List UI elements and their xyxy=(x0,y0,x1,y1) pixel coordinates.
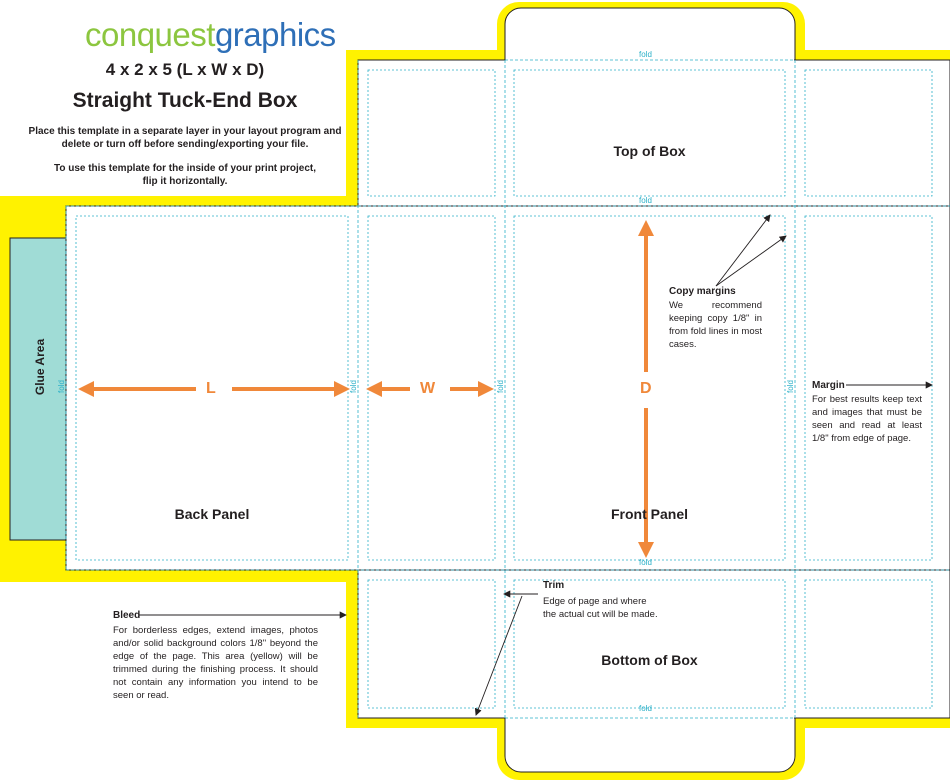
fold-label: fold xyxy=(639,50,652,59)
fold-label: fold xyxy=(495,380,505,393)
fold-label: fold xyxy=(56,380,66,393)
margin-text: For best results keep text and images th… xyxy=(812,394,922,444)
top-tuck-inner xyxy=(506,58,794,72)
fold-label: fold xyxy=(639,196,652,205)
instruction-layer: Place this template in a separate layer … xyxy=(28,126,342,150)
bottom-tuck-inner xyxy=(506,710,794,720)
box-dimensions: 4 x 2 x 5 (L x W x D) xyxy=(105,60,265,79)
main-row-trim xyxy=(65,205,950,571)
bottom-row-trim xyxy=(357,569,950,719)
copy-margins-text: We recommend keeping copy 1/8" in from f… xyxy=(669,300,762,350)
bleed-heading: Bleed xyxy=(113,610,141,621)
length-label: L xyxy=(206,380,216,397)
glue-area-label: Glue Area xyxy=(33,338,47,396)
margin-heading: Margin xyxy=(812,380,845,391)
top-row-trim xyxy=(357,59,950,207)
brand-part-1: conquest xyxy=(85,16,215,53)
trim-heading: Trim xyxy=(543,580,565,591)
bleed-text: For borderless edges, extend images, pho… xyxy=(113,625,318,701)
pointer-arrows xyxy=(139,214,933,716)
fold-label: fold xyxy=(639,704,652,713)
fold-label: fold xyxy=(348,380,358,393)
brand-part-2: graphics xyxy=(214,16,336,53)
glue-bleed xyxy=(0,228,12,554)
top-of-box-label: Top of Box xyxy=(613,143,686,159)
depth-label: D xyxy=(640,380,652,397)
width-label: W xyxy=(420,380,436,397)
back-panel-label: Back Panel xyxy=(174,506,250,522)
brand-logo: conquestgraphics xyxy=(85,16,336,54)
fold-lines xyxy=(65,59,950,719)
bottom-of-box-label: Bottom of Box xyxy=(601,652,698,668)
instruction-flip: To use this template for the inside of y… xyxy=(53,163,317,187)
copy-margins-heading: Copy margins xyxy=(669,286,736,297)
trim-text: Edge of page and where the actual cut wi… xyxy=(543,596,658,620)
page-title: Straight Tuck-End Box xyxy=(72,89,298,112)
dimension-arrows xyxy=(78,220,654,558)
glue-area xyxy=(9,237,67,541)
front-panel-label: Front Panel xyxy=(610,506,688,522)
fold-label: fold xyxy=(639,558,652,567)
fold-label: fold xyxy=(785,380,795,393)
